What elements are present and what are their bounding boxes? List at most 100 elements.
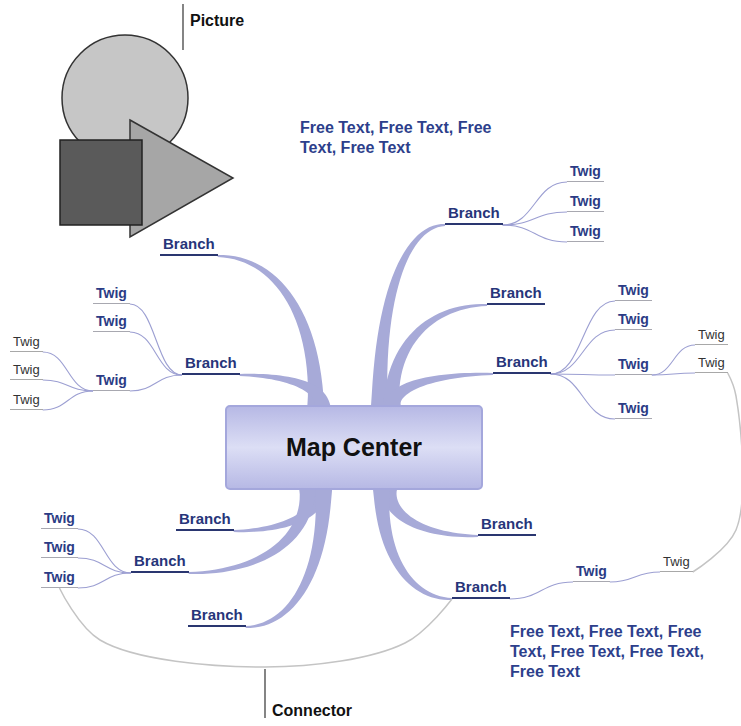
free-text: Free Text, Free Text, Free Text, Free Te…	[510, 622, 710, 682]
subtwig-topic: Twig	[660, 554, 693, 572]
topic-text: Twig	[96, 313, 127, 330]
topic-text: Branch	[481, 515, 533, 533]
branch-connector	[373, 489, 452, 600]
topic-text: Twig	[618, 311, 649, 328]
picture-illustration	[60, 35, 233, 237]
branch-topic: Branch	[182, 354, 240, 375]
twig-topic: Twig	[93, 313, 130, 332]
topic-text: Twig	[570, 163, 601, 180]
picture-triangle	[130, 120, 233, 237]
map-center: Map Center	[225, 405, 483, 490]
subtwig-topic: Twig	[695, 327, 728, 345]
topic-text: Branch	[185, 354, 237, 372]
twig-topic: Twig	[41, 510, 78, 529]
branch-topic: Branch	[445, 204, 503, 225]
picture-square	[60, 140, 142, 225]
topic-text: Twig	[13, 392, 40, 408]
branch-connector	[246, 489, 332, 628]
twig-connector	[551, 374, 615, 419]
topic-text: Twig	[44, 510, 75, 527]
topic-text: Twig	[698, 355, 725, 371]
topic-text: Twig	[618, 282, 649, 299]
branch-topic: Branch	[493, 353, 551, 374]
topic-text: Branch	[163, 235, 215, 253]
branch-connector	[380, 489, 478, 537]
free-text: Free Text, Free Text, Free Text, Free Te…	[300, 118, 500, 158]
branch-topic: Branch	[487, 284, 545, 305]
twig-topic: Twig	[615, 311, 652, 330]
twig-connector	[78, 558, 131, 573]
branch-topic: Branch	[160, 235, 218, 256]
twig-connector	[43, 391, 93, 410]
cross-connector	[693, 373, 741, 572]
leader-line	[264, 669, 265, 718]
topic-text: Map Center	[286, 433, 422, 462]
topic-text: Twig	[13, 362, 40, 378]
topic-text: Twig	[570, 193, 601, 210]
callout-label: Picture	[190, 12, 244, 30]
twig-topic: Twig	[567, 193, 604, 212]
twig-topic: Twig	[615, 356, 652, 375]
twig-connector	[652, 345, 695, 375]
twig-connector	[78, 573, 131, 588]
twig-connector	[503, 225, 567, 242]
twig-connector	[503, 182, 567, 225]
twig-topic: Twig	[567, 223, 604, 242]
twig-connector	[503, 212, 567, 225]
subtwig-topic: Twig	[10, 392, 43, 410]
twig-connector	[610, 572, 660, 582]
topic-text: Branch	[448, 204, 500, 222]
twig-connector	[43, 380, 93, 391]
twig-connector	[551, 301, 615, 374]
twig-connector	[130, 375, 182, 391]
topic-text: Branch	[490, 284, 542, 302]
twig-connector	[130, 304, 182, 375]
topic-text: Twig	[618, 400, 649, 417]
twig-topic: Twig	[41, 569, 78, 588]
twig-connector	[43, 352, 93, 391]
branch-topic: Branch	[452, 578, 510, 599]
twig-connector	[78, 529, 131, 573]
twig-connector	[130, 332, 182, 375]
branch-connector	[189, 489, 317, 574]
subtwig-topic: Twig	[695, 355, 728, 373]
twig-topic: Twig	[573, 563, 610, 582]
callout-label: Connector	[272, 702, 352, 720]
topic-text: Twig	[96, 285, 127, 302]
topic-text: Branch	[496, 353, 548, 371]
topic-text: Twig	[576, 563, 607, 580]
twig-topic: Twig	[615, 400, 652, 419]
topic-text: Twig	[570, 223, 601, 240]
branch-topic: Branch	[176, 510, 234, 531]
twig-connector	[551, 330, 615, 374]
twig-topic: Twig	[615, 282, 652, 301]
topic-text: Twig	[698, 327, 725, 343]
topic-text: Branch	[191, 606, 243, 624]
topic-text: Branch	[179, 510, 231, 528]
topic-text: Twig	[96, 372, 127, 389]
branch-connector	[384, 373, 493, 406]
branch-connector	[240, 374, 331, 406]
topic-text: Twig	[618, 356, 649, 373]
twig-topic: Twig	[567, 163, 604, 182]
branch-topic: Branch	[188, 606, 246, 627]
twig-topic: Twig	[41, 539, 78, 558]
leader-line	[182, 4, 183, 50]
branch-topic: Branch	[478, 515, 536, 536]
twig-connector	[652, 373, 695, 375]
twig-connector	[510, 582, 573, 599]
subtwig-topic: Twig	[10, 362, 43, 380]
topic-text: Branch	[134, 552, 186, 570]
topic-text: Branch	[455, 578, 507, 596]
cross-connector	[59, 588, 452, 667]
twig-connector	[551, 374, 615, 375]
branch-topic: Branch	[131, 552, 189, 573]
topic-text: Twig	[13, 334, 40, 350]
topic-text: Twig	[663, 554, 690, 570]
twig-topic: Twig	[93, 372, 130, 391]
twig-topic: Twig	[93, 285, 130, 304]
topic-text: Twig	[44, 539, 75, 556]
subtwig-topic: Twig	[10, 334, 43, 352]
topic-text: Twig	[44, 569, 75, 586]
